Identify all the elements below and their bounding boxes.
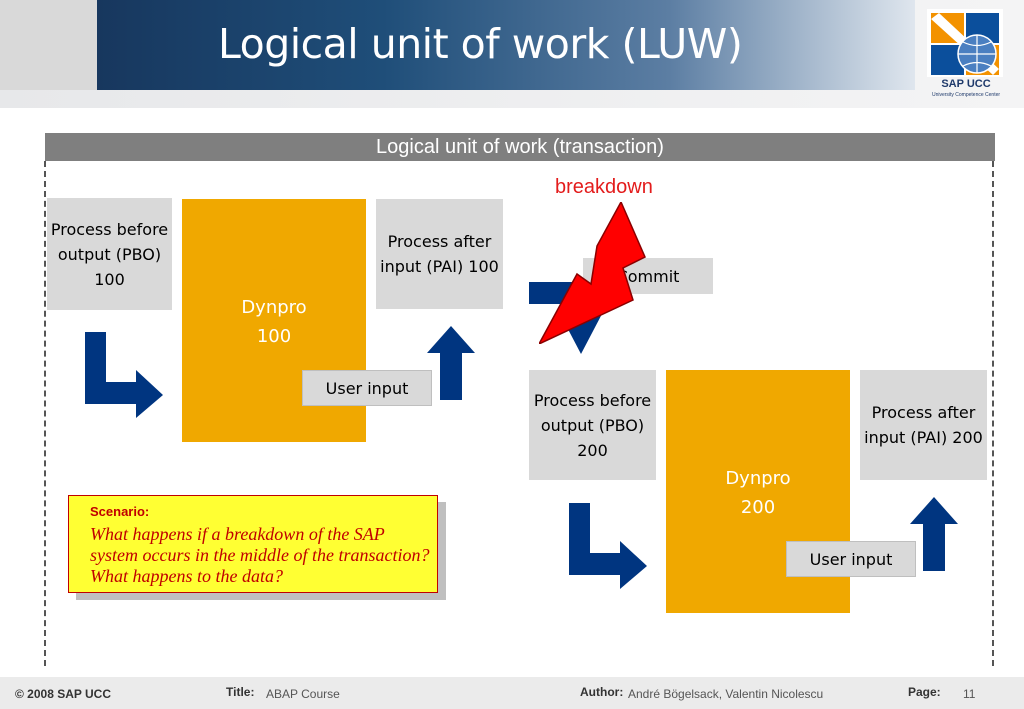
footer-page-label: Page:: [908, 685, 941, 699]
slide-title: Logical unit of work (LUW): [218, 20, 743, 68]
pbo-200-box: Process before output (PBO) 200: [529, 370, 656, 480]
lightning-bolt-icon: [539, 202, 646, 344]
footer-title-value: ABAP Course: [266, 687, 340, 701]
sap-ucc-logo-icon: [927, 9, 1003, 77]
flow-arrow-icon: [910, 497, 958, 571]
footer-author-value: André Bögelsack, Valentin Nicolescu: [628, 687, 824, 701]
dynpro-200-label: Dynpro 200: [666, 464, 850, 522]
footer-page-number: 11: [963, 687, 976, 701]
commit-label: Commit: [616, 266, 680, 286]
flow-arrow-icon: [85, 332, 163, 418]
dynpro-200-title: Dynpro: [725, 468, 791, 489]
scenario-heading: Scenario:: [90, 504, 150, 519]
dynpro-100-label: Dynpro 100: [182, 293, 366, 351]
luw-left-boundary: [44, 161, 46, 666]
pbo-100-label: Process before output (PBO) 100: [50, 219, 169, 289]
scenario-question: What happens if a breakdown of the SAP s…: [90, 524, 430, 586]
user-input-200-box: User input: [786, 541, 916, 577]
footer-author-label: Author:: [580, 685, 624, 699]
header-title-band: [97, 0, 915, 90]
logo-subtext: University Competence Center: [931, 92, 1001, 98]
luw-right-boundary: [992, 161, 994, 666]
pbo-100-box: Process before output (PBO) 100: [47, 198, 172, 310]
flow-arrow-icon: [427, 326, 475, 400]
footer-title-label: Title:: [226, 685, 255, 699]
pai-100-label: Process after input (PAI) 100: [380, 232, 499, 276]
user-input-200-label: User input: [809, 549, 893, 569]
dynpro-100-title: Dynpro: [241, 297, 307, 318]
pai-200-box: Process after input (PAI) 200: [860, 370, 987, 480]
pai-200-label: Process after input (PAI) 200: [864, 403, 983, 447]
breakdown-label: breakdown: [555, 176, 653, 198]
user-input-100-label: User input: [325, 378, 409, 398]
footer-copyright: © 2008 SAP UCC: [15, 687, 111, 701]
flow-arrow-icon: [569, 503, 647, 589]
slide-footer: [0, 677, 1024, 709]
logo-text: SAP UCC: [941, 78, 991, 90]
header-left-block: [0, 0, 97, 90]
dynpro-100-number: 100: [256, 326, 292, 347]
user-input-100-box: User input: [302, 370, 432, 406]
dynpro-200-number: 200: [740, 497, 776, 518]
pai-100-box: Process after input (PAI) 100: [376, 199, 503, 309]
luw-transaction-bar: Logical unit of work (transaction): [45, 133, 995, 161]
pbo-200-label: Process before output (PBO) 200: [533, 390, 652, 460]
scenario-box: [68, 495, 438, 593]
